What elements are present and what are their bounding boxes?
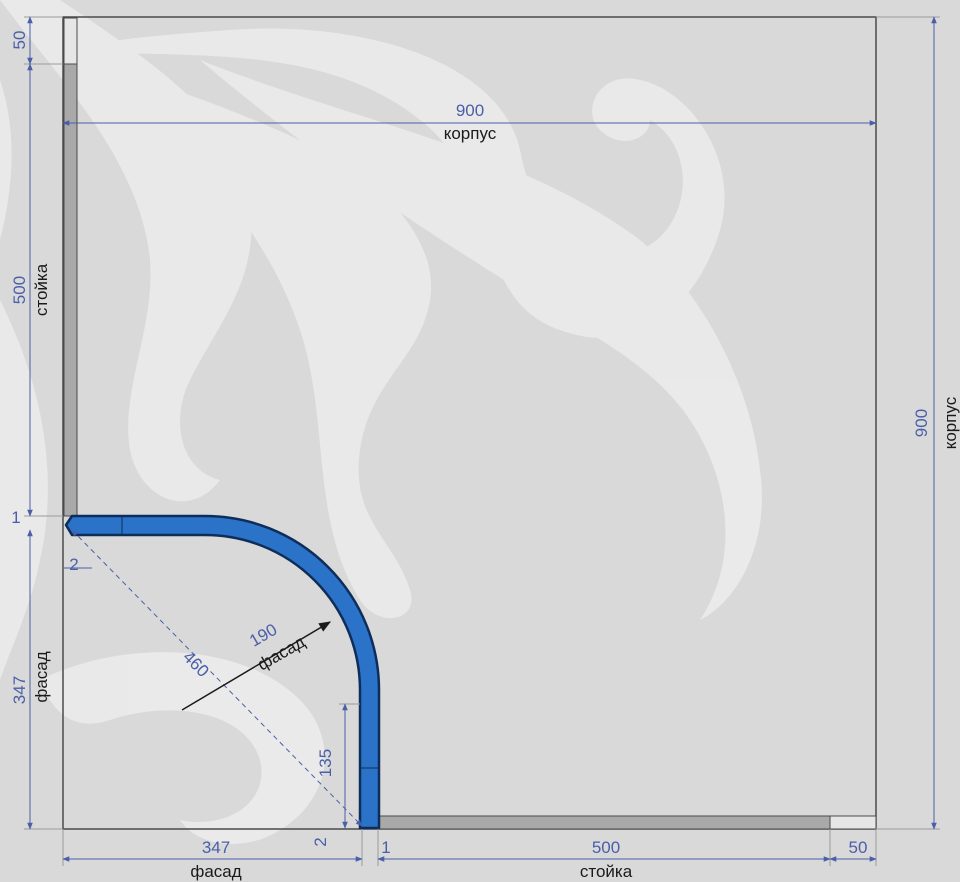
left-joint-value: 1 [11,508,20,527]
right-height-value: 900 [912,409,931,437]
left-offset-value: 2 [69,555,78,574]
bottom-joint-value: 1 [381,838,390,857]
bottom-offset-value: 2 [311,837,330,846]
bottom-right-gap-value: 50 [849,838,868,857]
left-stand-panel [63,63,78,517]
dimension-left-side: 50 500 стойка 1 2 347 фасад [10,16,92,830]
dimension-vertical-part: 135 [316,703,360,829]
bottom-facade-value: 347 [202,838,230,857]
left-stand-caption: стойка [32,263,51,316]
dimension-top-width: 900 корпус [62,101,877,143]
top-width-caption: корпус [444,124,497,143]
left-facade-caption: фасад [32,651,51,702]
bottom-stand-value: 500 [592,838,620,857]
left-top-gap-value: 50 [10,31,29,50]
left-top-gap-panel [63,17,78,65]
dimension-right-height: 900 корпус [876,16,960,830]
left-facade-value: 347 [10,676,29,704]
left-stand-value: 500 [10,276,29,304]
bottom-stand-panel [377,815,831,830]
bottom-right-gap-panel [829,815,877,830]
right-height-caption: корпус [941,396,960,449]
dimension-bottom-side: 347 фасад 2 1 500 стойка 50 [62,829,877,881]
bottom-facade-caption: фасад [190,862,241,881]
bottom-stand-caption: стойка [580,862,633,881]
top-width-value: 900 [456,101,484,120]
vertical-part-value: 135 [316,749,335,777]
